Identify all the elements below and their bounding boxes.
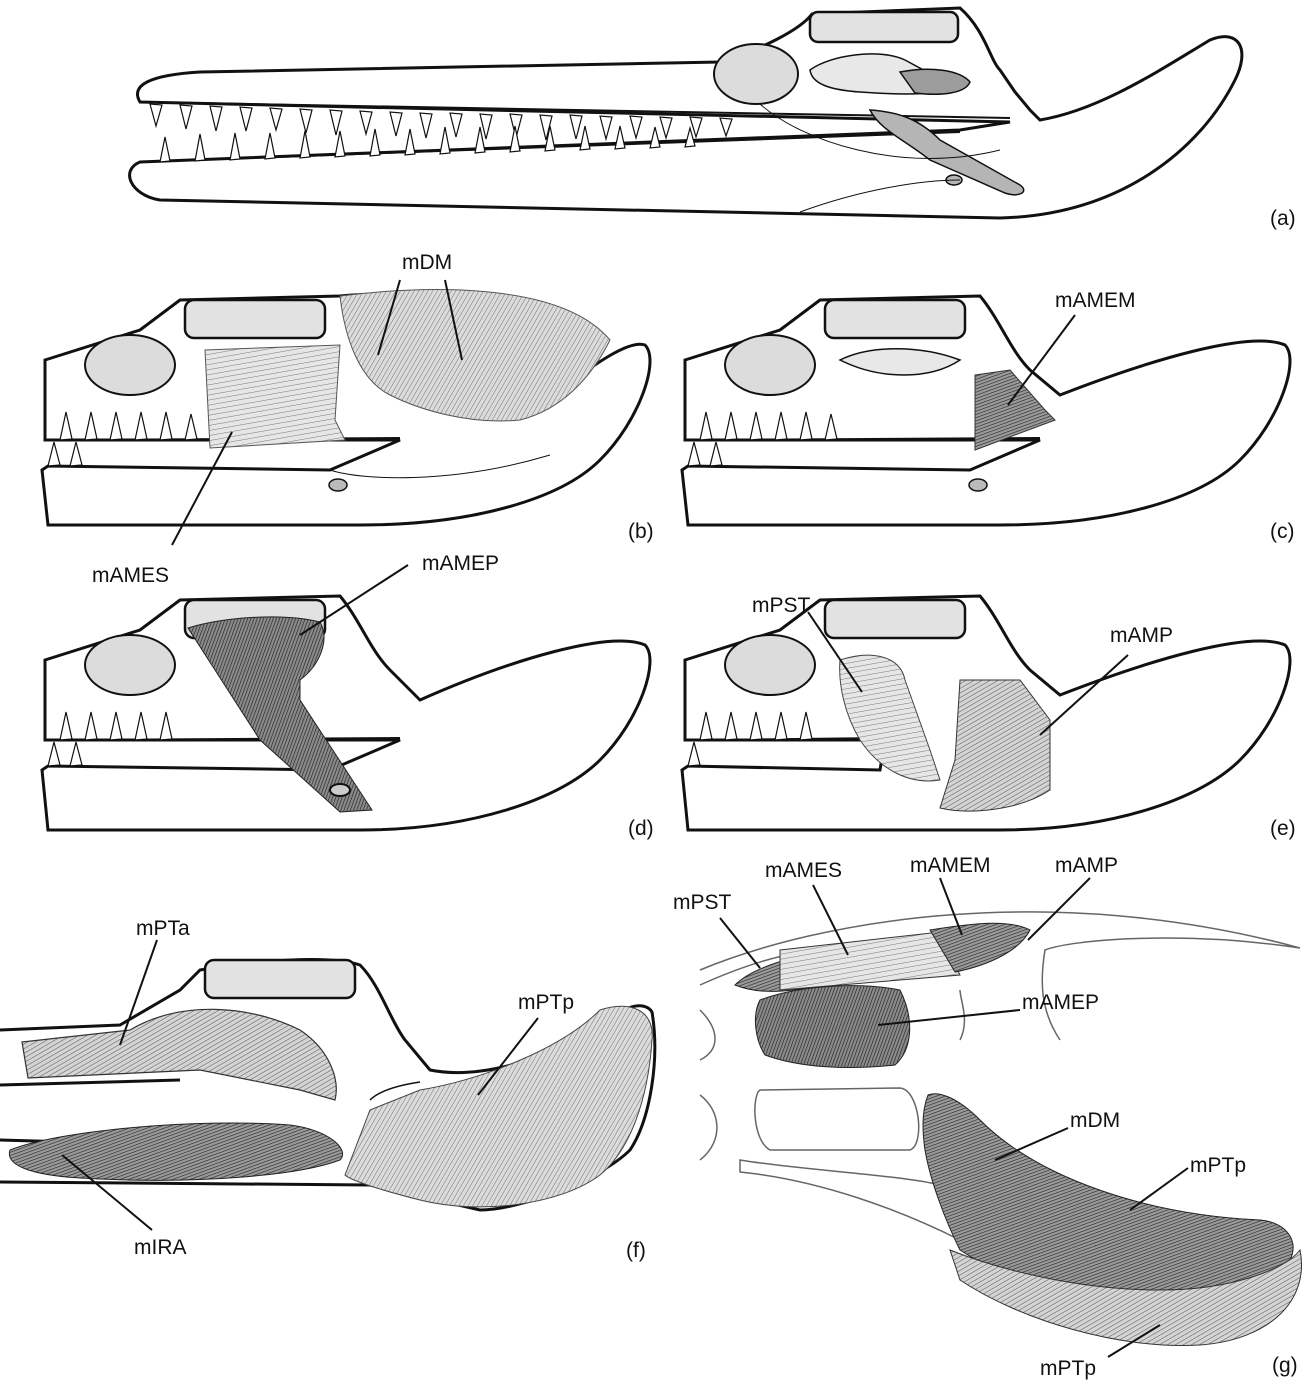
- panel-label-c: (c): [1270, 520, 1295, 543]
- panel-f-leaders: [61, 939, 539, 1231]
- panel-label-d: (d): [628, 817, 654, 840]
- panel-g-leaders: [719, 877, 1189, 1358]
- label-g-mAMEM: mAMEM: [910, 854, 991, 877]
- panel-b-mAMES-muscle: [204, 344, 346, 449]
- label-g-mDM: mDM: [1070, 1109, 1121, 1132]
- panel-g-mAMEM-muscle: [929, 922, 1031, 973]
- label-d-mAMEP: mAMEP: [422, 552, 500, 575]
- label-g-mPTp-lower: mPTp: [1040, 1357, 1097, 1380]
- label-f-mIRA: mIRA: [134, 1236, 187, 1259]
- panel-d-teeth: [47, 711, 173, 767]
- panel-e-mPST-muscle: [839, 654, 941, 782]
- label-c-mAMEM: mAMEM: [1055, 289, 1136, 312]
- label-e-mAMP: mAMP: [1110, 624, 1173, 647]
- panel-f-mPTp-muscle: [344, 1005, 653, 1208]
- panel-g-mAMES-muscle: [779, 931, 961, 991]
- panel-g-mPTp-lower-muscle: [949, 1248, 1302, 1347]
- panel-c-mAMEM-muscle: [974, 369, 1056, 451]
- panel-a-teeth: [149, 103, 733, 163]
- panel-label-a: (a): [1270, 207, 1296, 230]
- panel-f-mPTa-muscle: [21, 1008, 337, 1101]
- panel-e-leaders: [807, 611, 1129, 736]
- panel-d-foramen: [329, 783, 351, 797]
- panel-e-mAMP-muscle: [939, 679, 1051, 812]
- label-b-mAMES: mAMES: [92, 564, 170, 587]
- panel-b-leaders: [171, 279, 463, 546]
- panel-label-f: (f): [626, 1239, 646, 1262]
- panel-label-e: (e): [1270, 817, 1296, 840]
- panel-d-leader: [299, 564, 409, 636]
- panel-f-skull: [0, 958, 657, 1212]
- panel-b-teeth: [47, 411, 198, 467]
- label-f-mPTa: mPTa: [136, 917, 190, 940]
- panel-label-g: (g): [1272, 1354, 1298, 1377]
- label-f-mPTp: mPTp: [518, 991, 575, 1014]
- panel-a-skull: [128, 6, 1244, 220]
- panel-label-b: (b): [628, 520, 654, 543]
- label-b-mDM: mDM: [402, 251, 453, 274]
- panel-e-teeth: [687, 711, 813, 767]
- panel-g-mAMEP-muscle: [754, 985, 911, 1069]
- label-g-mAMES: mAMES: [765, 859, 843, 882]
- label-g-mAMP: mAMP: [1055, 854, 1118, 877]
- panel-b-mDM-muscle: [339, 289, 611, 422]
- label-g-mPST: mPST: [673, 891, 732, 914]
- label-g-mAMEP: mAMEP: [1022, 991, 1100, 1014]
- panel-c-teeth: [687, 411, 838, 467]
- panel-f-mIRA-muscle: [8, 1122, 343, 1181]
- panel-c-leader: [1007, 314, 1076, 406]
- label-e-mPST: mPST: [752, 594, 811, 617]
- label-g-mPTp-upper: mPTp: [1190, 1154, 1247, 1177]
